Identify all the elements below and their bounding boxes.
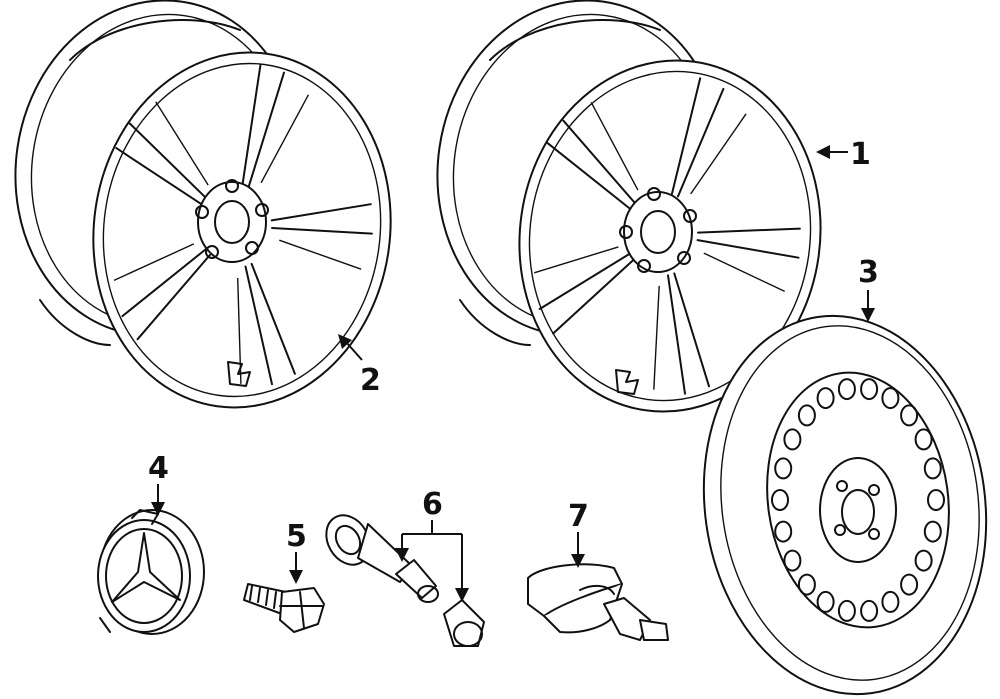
callout-2: 2 [360,363,381,398]
tpms-sensor-icon [527,563,669,641]
spare-wheel-icon [702,314,988,696]
alloy-wheel-icon [14,0,392,409]
center-cap-icon [97,509,205,635]
valve-stem-icon [325,514,485,647]
callout-3: 3 [858,255,879,290]
callout-leaders [151,145,875,602]
callout-4: 4 [148,451,169,486]
callout-5: 5 [286,519,307,554]
wheel-bolt-icon [243,583,325,633]
callout-6: 6 [422,487,443,522]
callout-7: 7 [568,499,589,534]
callout-1: 1 [850,137,871,172]
alloy-wheel-icon [436,0,822,413]
